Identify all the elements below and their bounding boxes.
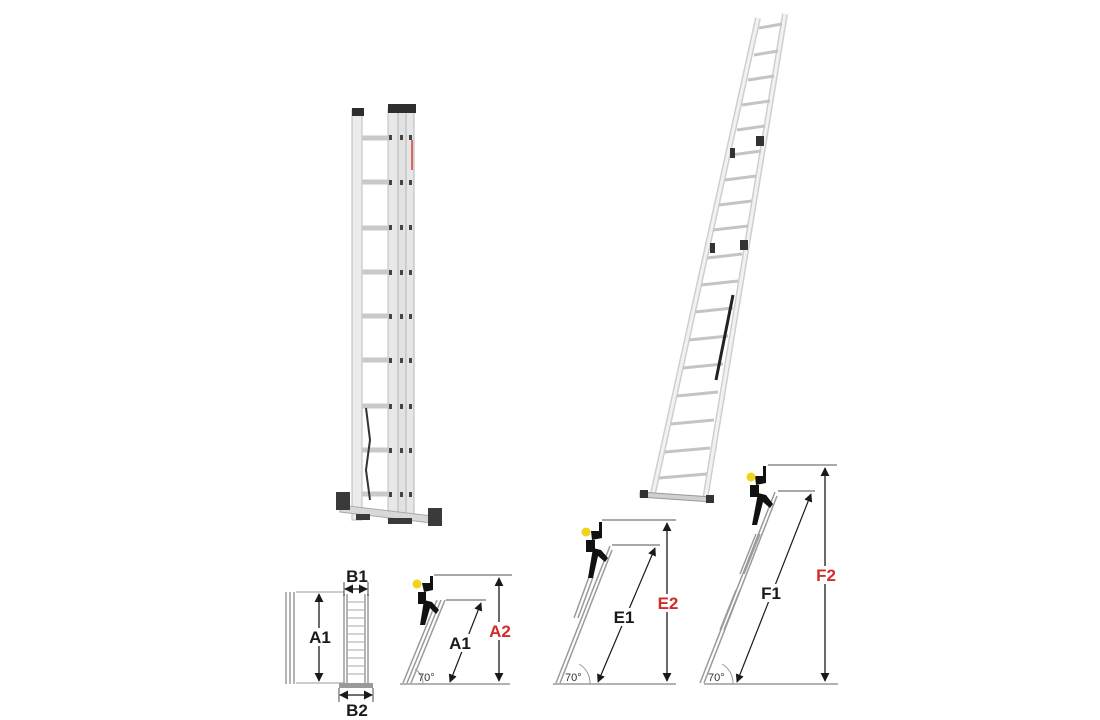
label-b2: B2 [346,701,368,720]
leaning-three-section-diagram: 70° F1 F2 [699,464,838,685]
collapsed-ladder-photo [336,104,442,526]
leaning-two-section-diagram: 70° E1 E2 [553,519,680,685]
leaning-collapsed-diagram: 70° A1 A2 [400,574,512,685]
label-a2: A2 [489,622,511,641]
extended-ladder-photo [639,13,788,503]
person-icon-a [412,576,439,625]
label-b1: B1 [346,567,368,586]
angle-label-e: 70° [565,672,582,684]
angle-label-a: 70° [418,672,435,684]
angle-label-f: 70° [708,672,725,684]
label-f1: F1 [761,584,781,603]
label-e1: E1 [614,608,635,627]
label-a1-front: A1 [309,628,331,647]
label-a1-lean: A1 [449,634,471,653]
label-f2: F2 [816,566,836,585]
front-view-diagram: A1 B1 B2 [285,567,374,720]
label-e2: E2 [658,594,679,613]
